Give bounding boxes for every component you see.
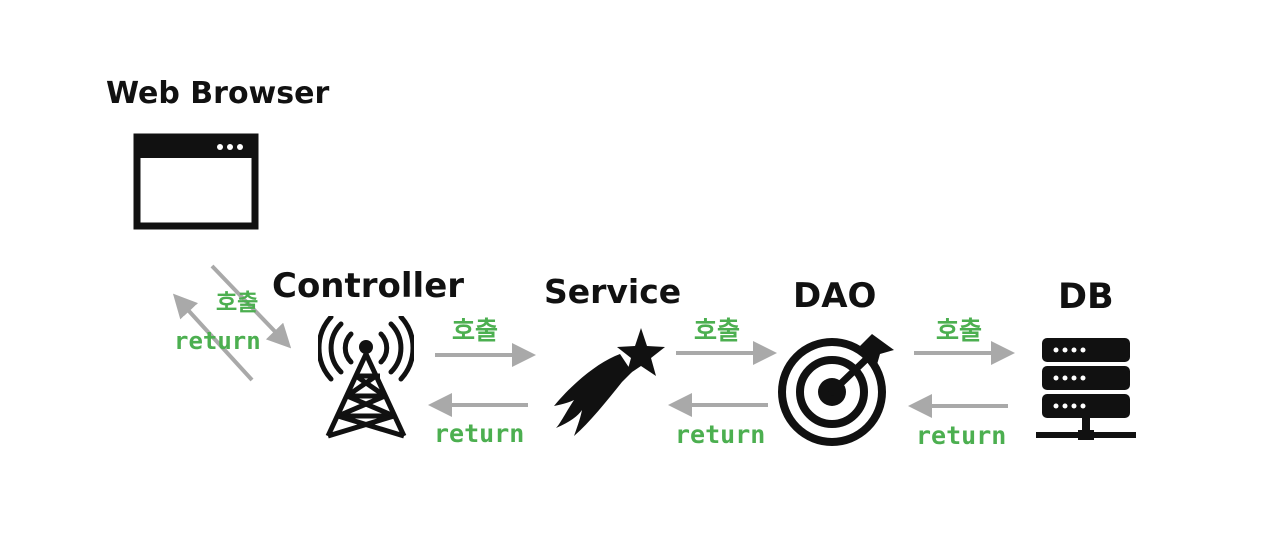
service-dao-call-label: 호출 — [694, 316, 741, 345]
controller-label: Controller — [272, 266, 465, 306]
browser-window-icon — [133, 133, 259, 230]
browser-controller-call-label: 호출 — [216, 290, 259, 316]
dao-db-call-label: 호출 — [936, 316, 983, 345]
radio-tower-icon — [318, 316, 414, 439]
controller-to-browser-return-arrow — [172, 293, 254, 382]
controller-service-call-label: 호출 — [452, 316, 499, 345]
service-dao-return-label: return — [675, 420, 766, 449]
web-browser-label: Web Browser — [106, 76, 330, 111]
controller-service-return-label: return — [434, 419, 525, 448]
browser-controller-return-label: return — [174, 327, 261, 355]
target-dart-icon — [778, 334, 894, 446]
db-label: DB — [1058, 277, 1114, 317]
shooting-star-icon — [554, 328, 665, 436]
dao-label: DAO — [793, 276, 877, 316]
server-rack-icon — [1036, 338, 1136, 440]
dao-db-return-label: return — [916, 421, 1007, 450]
browser-to-controller-call-arrow — [210, 264, 292, 349]
service-label: Service — [544, 272, 682, 311]
